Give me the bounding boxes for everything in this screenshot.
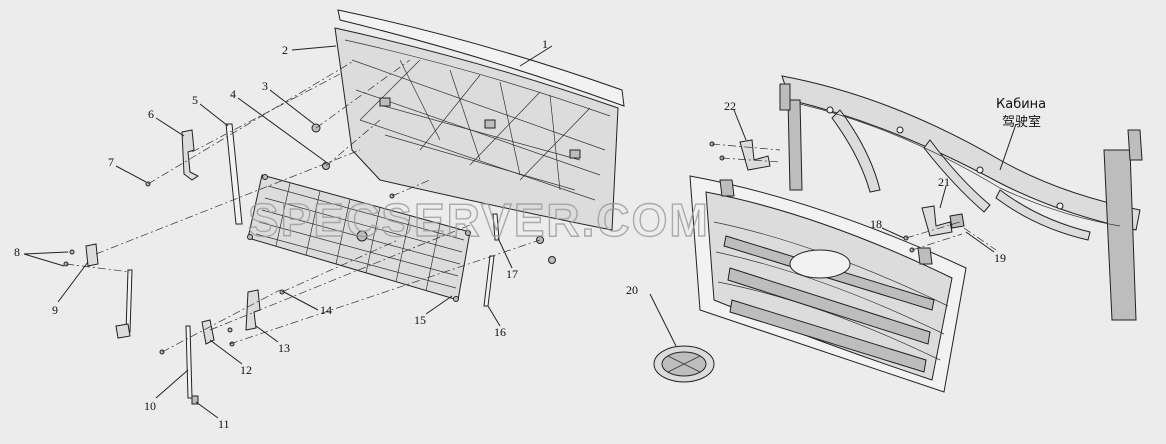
callout-2: 2 bbox=[282, 43, 288, 57]
part-15-mesh-grille bbox=[247, 174, 471, 302]
callout-19: 19 bbox=[994, 251, 1006, 265]
front-grille-assembly bbox=[689, 175, 967, 393]
cabin-label-zh: 驾驶室 bbox=[1002, 114, 1041, 130]
callout-12: 12 bbox=[240, 363, 252, 377]
part-22-hinge bbox=[709, 139, 781, 171]
part-6-bracket bbox=[181, 129, 199, 181]
callout-4: 4 bbox=[230, 87, 236, 101]
callout-16: 16 bbox=[494, 325, 506, 339]
part-9-bracket bbox=[85, 243, 99, 267]
callout-14: 14 bbox=[320, 303, 332, 317]
callout-17: 17 bbox=[506, 267, 518, 281]
assembly-lines-left bbox=[65, 59, 541, 353]
callout-6: 6 bbox=[148, 107, 154, 121]
callout-3: 3 bbox=[262, 79, 268, 93]
part-16-strip bbox=[483, 255, 495, 307]
callout-21: 21 bbox=[938, 175, 950, 189]
callout-5: 5 bbox=[192, 93, 198, 107]
callout-10: 10 bbox=[144, 399, 156, 413]
callout-22: 22 bbox=[724, 99, 736, 113]
part-19-fastener bbox=[963, 227, 997, 251]
callout-15: 15 bbox=[414, 313, 426, 327]
callout-13: 13 bbox=[278, 341, 290, 355]
callout-1: 1 bbox=[542, 37, 548, 51]
part-13-bracket bbox=[245, 289, 261, 331]
leader-lines bbox=[23, 45, 1017, 419]
callout-18: 18 bbox=[870, 217, 882, 231]
callout-9: 9 bbox=[52, 303, 58, 317]
part-21-hinge bbox=[903, 205, 965, 253]
part-20-emblem bbox=[653, 345, 715, 383]
part-2-front-panel bbox=[334, 27, 619, 231]
part-1-top-trim bbox=[337, 9, 625, 107]
watermark: SPECSERVER.COM bbox=[248, 194, 710, 246]
cabin-frame bbox=[779, 75, 1143, 321]
callout-7: 7 bbox=[108, 155, 114, 169]
callout-8: 8 bbox=[14, 245, 20, 259]
support-rod bbox=[125, 269, 133, 333]
cabin-label-ru: Кабина bbox=[996, 97, 1046, 112]
callout-20: 20 bbox=[626, 283, 638, 297]
part-12-bracket bbox=[201, 319, 215, 345]
callout-11: 11 bbox=[218, 417, 230, 431]
part-5-seal-strip bbox=[225, 123, 243, 225]
